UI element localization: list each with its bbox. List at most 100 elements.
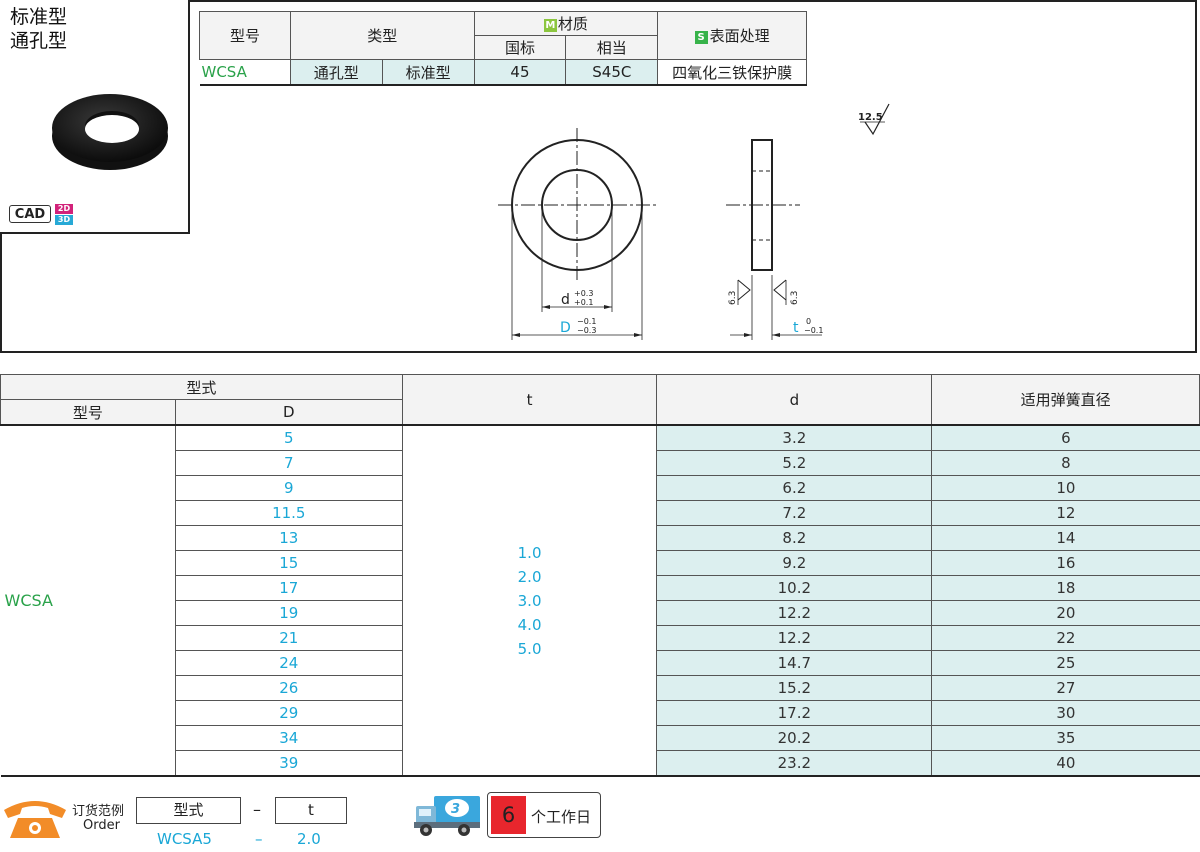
cell-d: 10.2 <box>656 575 933 601</box>
spec-equivalent-value: S45C <box>565 59 659 86</box>
cell-D: 39 <box>174 750 403 777</box>
order-col-form: 型式 <box>136 797 241 824</box>
D-dimension-label: D <box>560 320 571 336</box>
spec-type2-value: 标准型 <box>381 59 475 86</box>
cell-d: 5.2 <box>656 450 933 476</box>
header-D: D <box>174 399 403 426</box>
front-view <box>498 128 656 340</box>
t-value: 3.0 <box>517 591 542 610</box>
side-view <box>726 103 890 340</box>
header-spring-diameter: 适用弹簧直径 <box>931 374 1200 426</box>
product-title-line2: 通孔型 <box>10 30 68 52</box>
header-model: 型号 <box>0 399 176 426</box>
delivery-days-number: 6 <box>491 796 526 834</box>
surface-label: 表面处理 <box>709 27 770 45</box>
t-dimension-label: t <box>793 320 799 336</box>
order-label-en: Order <box>83 818 120 833</box>
cell-D: 7 <box>174 450 403 476</box>
cell-D: 19 <box>174 600 403 626</box>
d-dimension-label: d <box>561 292 570 308</box>
spec-header-equivalent: 相当 <box>565 35 659 60</box>
D-tol-upper: −0.1 <box>577 317 596 326</box>
delivery-days-label: 个工作日 <box>531 808 592 826</box>
cell-spring-diameter: 12 <box>931 500 1200 526</box>
roughness-side-left: 6.3 <box>728 291 738 305</box>
cell-D: 21 <box>174 625 403 651</box>
cell-spring-diameter: 27 <box>931 675 1200 701</box>
order-example-dash: – <box>255 830 263 848</box>
order-label-cn: 订货范例 <box>72 804 125 819</box>
truck-badge-text: 3 <box>451 802 460 817</box>
spec-header-model: 型号 <box>199 11 291 60</box>
delivery-truck-icon: 3 <box>414 796 480 836</box>
t-tol-upper: 0 <box>806 317 811 326</box>
material-label: 材质 <box>557 15 588 33</box>
cell-d: 7.2 <box>656 500 933 526</box>
order-col-t: t <box>275 797 347 824</box>
cell-d: 8.2 <box>656 525 933 551</box>
t-value: 1.0 <box>517 543 542 562</box>
header-form: 型式 <box>0 374 403 400</box>
cad-2d-tag[interactable]: 2D <box>55 204 73 214</box>
cell-D: 15 <box>174 550 403 576</box>
spec-header-gb: 国标 <box>473 35 567 60</box>
D-tol-lower: −0.3 <box>577 326 596 335</box>
cell-d: 9.2 <box>656 550 933 576</box>
spec-surface-value: 四氧化三铁保护膜 <box>657 59 807 86</box>
cell-spring-diameter: 22 <box>931 625 1200 651</box>
product-title-line1: 标准型 <box>10 6 68 28</box>
t-tol-lower: −0.1 <box>804 326 823 335</box>
cell-spring-diameter: 6 <box>931 424 1200 451</box>
cell-d: 15.2 <box>656 675 933 701</box>
cell-d: 3.2 <box>656 424 933 451</box>
roughness-top: 12.5 <box>858 112 883 123</box>
cell-spring-diameter: 18 <box>931 575 1200 601</box>
d-tol-lower: +0.1 <box>574 298 593 307</box>
technical-drawing: d +0.3 +0.1 D −0.1 −0.3 6.3 6.3 12.5 t 0… <box>498 103 890 340</box>
cell-d: 14.7 <box>656 650 933 676</box>
t-value: 2.0 <box>517 567 542 586</box>
d-tol-upper: +0.3 <box>574 289 593 298</box>
surface-badge: S <box>694 31 708 44</box>
cell-d: 20.2 <box>656 725 933 751</box>
order-example-model: WCSA5 <box>157 830 212 848</box>
cell-spring-diameter: 20 <box>931 600 1200 626</box>
cell-d: 23.2 <box>656 750 933 777</box>
cell-D: 11.5 <box>174 500 403 526</box>
cell-D: 17 <box>174 575 403 601</box>
order-example-t: 2.0 <box>297 830 321 848</box>
cell-d: 12.2 <box>656 600 933 626</box>
cell-spring-diameter: 35 <box>931 725 1200 751</box>
cell-spring-diameter: 14 <box>931 525 1200 551</box>
order-dash: – <box>253 800 261 819</box>
cell-D: 34 <box>174 725 403 751</box>
cell-D: 5 <box>174 424 403 451</box>
header-d: d <box>656 374 933 426</box>
cell-spring-diameter: 30 <box>931 700 1200 726</box>
cell-D: 9 <box>174 475 403 501</box>
cad-badge[interactable]: CAD <box>9 205 51 223</box>
cell-D: 24 <box>174 650 403 676</box>
cell-d: 6.2 <box>656 475 933 501</box>
cell-spring-diameter: 25 <box>931 650 1200 676</box>
cad-3d-tag[interactable]: 3D <box>55 215 73 225</box>
cell-d: 12.2 <box>656 625 933 651</box>
cell-spring-diameter: 10 <box>931 475 1200 501</box>
material-badge: M <box>543 19 557 32</box>
